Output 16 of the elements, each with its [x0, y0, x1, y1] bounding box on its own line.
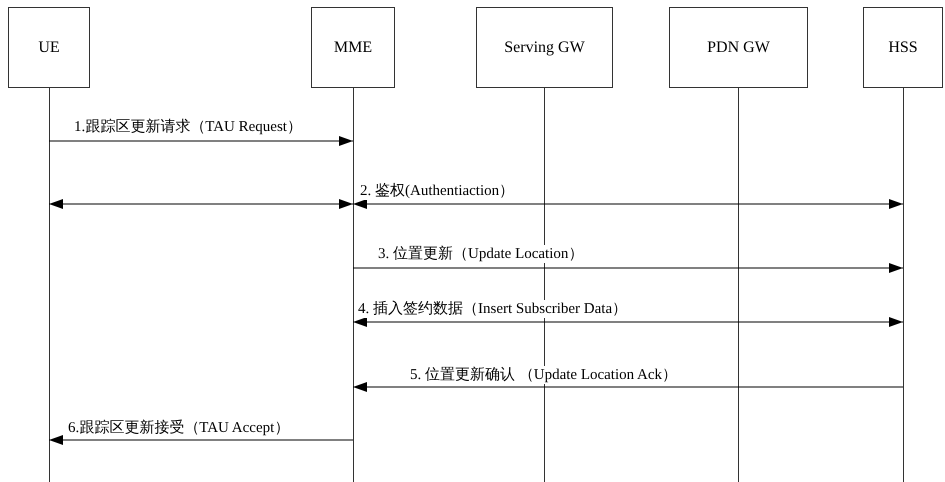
participant-box: PDN GW: [669, 7, 808, 88]
lifeline: [352, 88, 354, 482]
message-arrow: [48, 435, 354, 445]
message-arrow: [352, 317, 904, 327]
message-arrow: [352, 199, 904, 209]
message-arrow: [48, 136, 354, 146]
message-arrow: [352, 382, 904, 392]
participant-box: MME: [311, 7, 395, 88]
message-arrow: [48, 199, 354, 209]
lifeline: [902, 88, 904, 482]
participant-box: HSS: [863, 7, 943, 88]
participant-box: Serving GW: [476, 7, 613, 88]
lifeline: [738, 88, 739, 482]
lifeline: [48, 88, 50, 482]
message-arrow: [352, 263, 904, 273]
participant-box: UE: [8, 7, 90, 88]
